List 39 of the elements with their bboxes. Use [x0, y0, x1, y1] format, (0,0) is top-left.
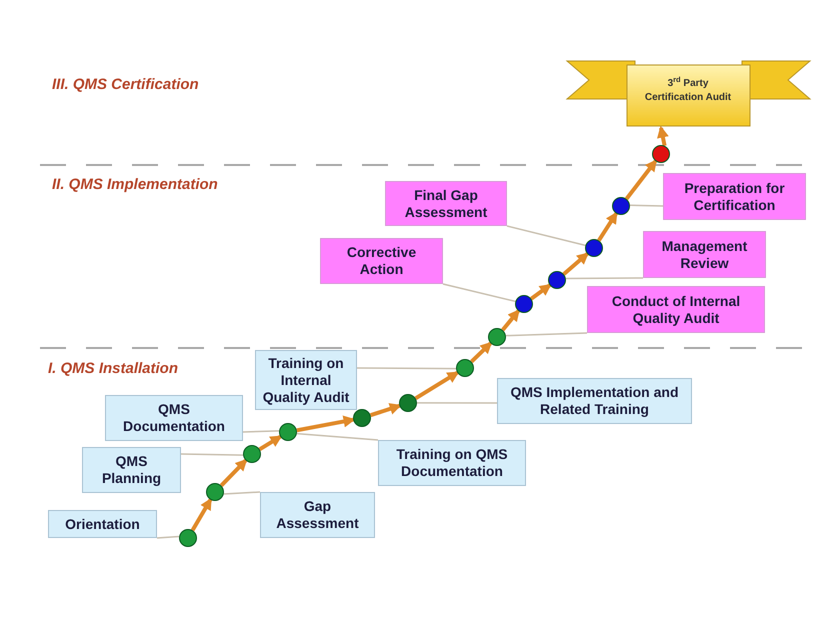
step-box: QMS Planning	[82, 447, 181, 493]
leader-line	[296, 432, 378, 441]
step-box: Conduct of Internal Quality Audit	[587, 286, 765, 333]
step-box: Training on Internal Quality Audit	[255, 350, 357, 410]
arrow	[530, 284, 552, 300]
leader-line	[224, 491, 260, 495]
leader-line	[417, 402, 497, 404]
leader-line	[242, 430, 280, 433]
step-box: Orientation	[48, 510, 157, 538]
section-title: III. QMS Certification	[52, 75, 199, 95]
arrow	[657, 126, 669, 146]
leader-line	[566, 277, 643, 280]
arrow	[624, 159, 658, 200]
arrow	[501, 309, 520, 332]
step-box: QMS Implementation and Related Training	[497, 378, 692, 424]
leader-line	[506, 225, 586, 246]
leader-line	[506, 332, 588, 336]
leader-line	[156, 536, 180, 539]
step-box: Gap Assessment	[260, 492, 375, 538]
step-box: Training on QMS Documentation	[378, 440, 526, 486]
arrow	[220, 458, 248, 487]
leader-line	[630, 204, 664, 207]
step-box: QMS Documentation	[105, 395, 243, 441]
leader-line	[180, 453, 244, 456]
section-title: I. QMS Installation	[48, 359, 178, 379]
leader-line	[357, 367, 456, 370]
arrow	[258, 434, 282, 452]
section-title: II. QMS Implementation	[52, 175, 218, 195]
arrow	[470, 342, 492, 364]
step-box: Corrective Action	[320, 238, 443, 284]
step-box: Management Review	[643, 231, 766, 278]
step-box: Final Gap Assessment	[385, 181, 507, 226]
arrow	[190, 498, 212, 532]
leader-line	[442, 283, 516, 302]
step-box: Preparation for Certification	[663, 173, 806, 220]
banner-text: 3$^{rd}$ Party Certification Audit	[644, 77, 732, 105]
arrow	[562, 252, 589, 276]
arrow	[414, 371, 460, 400]
arrow	[597, 212, 618, 242]
